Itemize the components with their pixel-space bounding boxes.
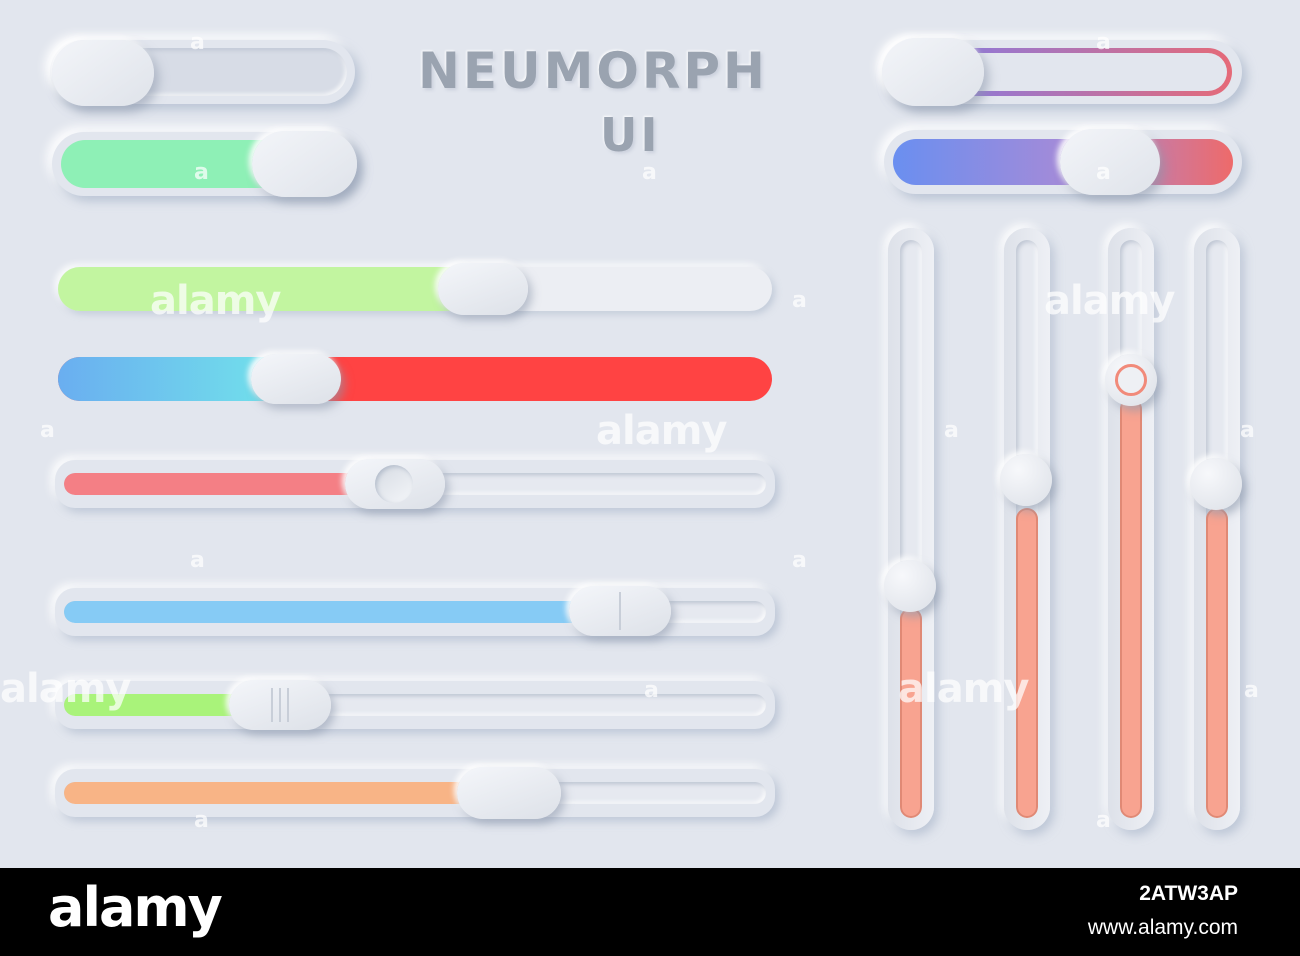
thumb-grip bbox=[619, 592, 621, 630]
slider-thumb[interactable] bbox=[229, 680, 331, 730]
watermark: alamy bbox=[898, 666, 1029, 712]
watermark-mark: a bbox=[1096, 30, 1111, 55]
vslider-track bbox=[1016, 240, 1038, 818]
watermark-mark: a bbox=[644, 678, 659, 703]
vslider-track bbox=[1120, 240, 1142, 818]
vslider-knob[interactable] bbox=[1105, 354, 1157, 406]
watermark: alamy bbox=[0, 666, 131, 712]
thumb-grip bbox=[271, 688, 273, 722]
watermark: alamy bbox=[596, 408, 727, 454]
watermark: alamy bbox=[150, 278, 281, 324]
toggle-knob[interactable] bbox=[252, 131, 357, 197]
stock-logo: alamy bbox=[48, 876, 223, 939]
thumb-grip bbox=[287, 688, 289, 722]
vslider-4[interactable] bbox=[1190, 228, 1242, 830]
toggle-gradient-outline[interactable] bbox=[882, 38, 1242, 106]
watermark-mark: a bbox=[1096, 160, 1111, 185]
slider-blue-red[interactable] bbox=[58, 354, 772, 404]
watermark-mark: a bbox=[1096, 808, 1111, 833]
canvas: NEUMORPH UI bbox=[0, 30, 1259, 833]
toggle-knob[interactable] bbox=[882, 38, 984, 106]
page-subtitle: UI bbox=[600, 108, 661, 162]
watermark-mark: a bbox=[792, 548, 807, 573]
vslider-knob[interactable] bbox=[884, 560, 936, 612]
watermark-mark: a bbox=[1244, 678, 1259, 703]
toggle-gradient-filled[interactable] bbox=[884, 129, 1242, 195]
slider-fill bbox=[64, 782, 484, 804]
watermark-mark: a bbox=[40, 418, 55, 443]
image-id: 2ATW3AP bbox=[1139, 882, 1238, 905]
vslider-2[interactable] bbox=[1000, 228, 1052, 830]
vslider-fill bbox=[1016, 508, 1038, 818]
slider-fill bbox=[64, 601, 594, 623]
vslider-fill bbox=[900, 608, 922, 818]
toggle-knob[interactable] bbox=[1060, 129, 1160, 195]
page-title: NEUMORPH bbox=[418, 42, 768, 100]
site-url: www.alamy.com bbox=[1087, 916, 1238, 939]
slider-thumb[interactable] bbox=[569, 586, 671, 636]
slider-thumb[interactable] bbox=[438, 263, 528, 315]
slider-orange[interactable] bbox=[55, 767, 775, 819]
watermark: alamy bbox=[1044, 278, 1175, 324]
thumb-grip bbox=[279, 688, 281, 722]
slider-thumb[interactable] bbox=[457, 767, 561, 819]
toggle-knob[interactable] bbox=[52, 40, 154, 106]
vslider-knob[interactable] bbox=[1190, 458, 1242, 510]
slider-fill bbox=[64, 694, 254, 716]
slider-thumb[interactable] bbox=[345, 459, 445, 509]
footer-bar: alamy 2ATW3AP www.alamy.com bbox=[0, 868, 1300, 956]
slider-pink[interactable] bbox=[55, 459, 775, 509]
thumb-dimple bbox=[375, 465, 413, 503]
slider-thumb[interactable] bbox=[251, 354, 341, 404]
slider-track bbox=[64, 694, 766, 716]
toggle-on-green[interactable] bbox=[52, 131, 357, 197]
vslider-3[interactable] bbox=[1105, 228, 1157, 830]
watermark-mark: a bbox=[1240, 418, 1255, 443]
slider-blue[interactable] bbox=[55, 586, 775, 636]
watermark-mark: a bbox=[792, 288, 807, 313]
vslider-fill bbox=[1120, 398, 1142, 818]
watermark-mark: a bbox=[194, 808, 209, 833]
vslider-1[interactable] bbox=[884, 228, 936, 830]
slider-fill bbox=[58, 267, 478, 311]
vslider-fill bbox=[1206, 508, 1228, 818]
watermark-mark: a bbox=[944, 418, 959, 443]
slider-fill bbox=[64, 473, 364, 495]
vslider-track bbox=[1206, 240, 1228, 818]
slider-green[interactable] bbox=[58, 263, 772, 315]
toggle-off[interactable] bbox=[50, 40, 355, 106]
watermark-mark: a bbox=[642, 160, 657, 185]
slider-lime[interactable] bbox=[55, 680, 775, 730]
vslider-track bbox=[900, 240, 922, 818]
slider-track bbox=[64, 782, 766, 804]
watermark-mark: a bbox=[190, 30, 205, 55]
watermark-mark: a bbox=[194, 160, 209, 185]
knob-ring bbox=[1115, 364, 1147, 396]
watermark-mark: a bbox=[190, 548, 205, 573]
vslider-knob[interactable] bbox=[1000, 454, 1052, 506]
